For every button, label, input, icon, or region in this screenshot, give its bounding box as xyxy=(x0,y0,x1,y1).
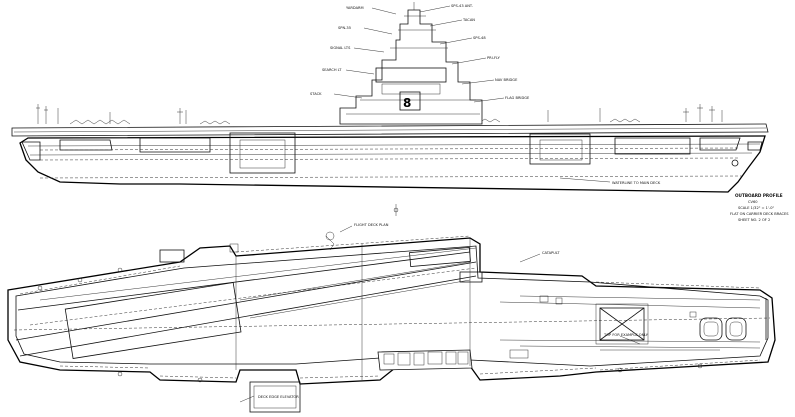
elevator-note: DECK EDGE ELEVATOR xyxy=(258,395,299,399)
svg-text:YARDARM: YARDARM xyxy=(346,6,364,10)
title-line-4: FLAT ON CARRIER DECK BRACES xyxy=(730,212,789,216)
flight-deck-edge xyxy=(11,123,769,137)
anchor-hawse xyxy=(731,159,739,167)
hull-outline xyxy=(19,135,766,193)
hull-number: 8 xyxy=(403,96,411,110)
bow-box-note: TOP FOR EXAMPLE ONLY xyxy=(603,333,649,337)
title-line-1: OUTBOARD PROFILE xyxy=(735,193,783,198)
island-superstructure: 8 SPS-43 ANT. TACAN SPS-48 PRI-FLY N xyxy=(310,2,530,125)
island-plan xyxy=(377,349,473,371)
deck-centerline xyxy=(13,317,771,331)
deck-outline xyxy=(7,237,776,385)
landing-area-box xyxy=(64,282,242,359)
hangar-deck-line xyxy=(27,143,761,147)
svg-text:STACK: STACK xyxy=(310,92,322,96)
svg-text:TACAN: TACAN xyxy=(462,18,475,22)
svg-text:PRI-FLY: PRI-FLY xyxy=(487,56,501,60)
hangar-opening-1 xyxy=(229,132,296,174)
deck-edge-elevator-aft xyxy=(249,381,301,413)
catapult-track-2 xyxy=(499,339,761,343)
svg-text:FLAG BRIDGE: FLAG BRIDGE xyxy=(505,96,530,100)
svg-text:SPN-35: SPN-35 xyxy=(338,26,351,30)
hull-number-panel xyxy=(399,91,421,111)
outboard-profile: 8 SPS-43 ANT. TACAN SPS-48 PRI-FLY N xyxy=(11,2,769,216)
svg-text:SIGNAL LTS: SIGNAL LTS xyxy=(330,46,351,50)
title-line-2: CV60 xyxy=(748,200,758,204)
island-bridge xyxy=(375,67,447,83)
svg-text:NAV BRIDGE: NAV BRIDGE xyxy=(495,78,518,82)
svg-text:SPS-48: SPS-48 xyxy=(473,36,486,40)
title-line-5: SHEET NO. 2 OF 2 xyxy=(738,218,770,222)
deck-plan-note: FLIGHT DECK PLAN xyxy=(354,223,389,227)
profile-waterline-note: WATERLINE TO MAIN DECK xyxy=(612,181,661,185)
deck-antennas xyxy=(36,104,723,124)
deck-fittings xyxy=(37,231,703,383)
hangar-opening-2 xyxy=(529,133,591,165)
svg-text:SEARCH LT: SEARCH LT xyxy=(322,68,342,72)
forward-elevator xyxy=(595,303,649,345)
title-block: OUTBOARD PROFILE CV60 SCALE 1/32" = 1'-0… xyxy=(730,193,789,222)
catapult-note: CATAPULT xyxy=(542,251,560,255)
porthole-row xyxy=(39,147,741,161)
catapult-track-1 xyxy=(499,301,761,309)
svg-text:SPS-43 ANT.: SPS-43 ANT. xyxy=(451,4,473,8)
flight-deck-plan: FLIGHT DECK PLAN CATAPULT DECK EDGE ELEV… xyxy=(7,223,776,413)
title-line-3: SCALE 1/32" = 1'-0" xyxy=(738,206,775,210)
waterline xyxy=(39,175,743,179)
angled-deck-lines xyxy=(15,247,477,357)
